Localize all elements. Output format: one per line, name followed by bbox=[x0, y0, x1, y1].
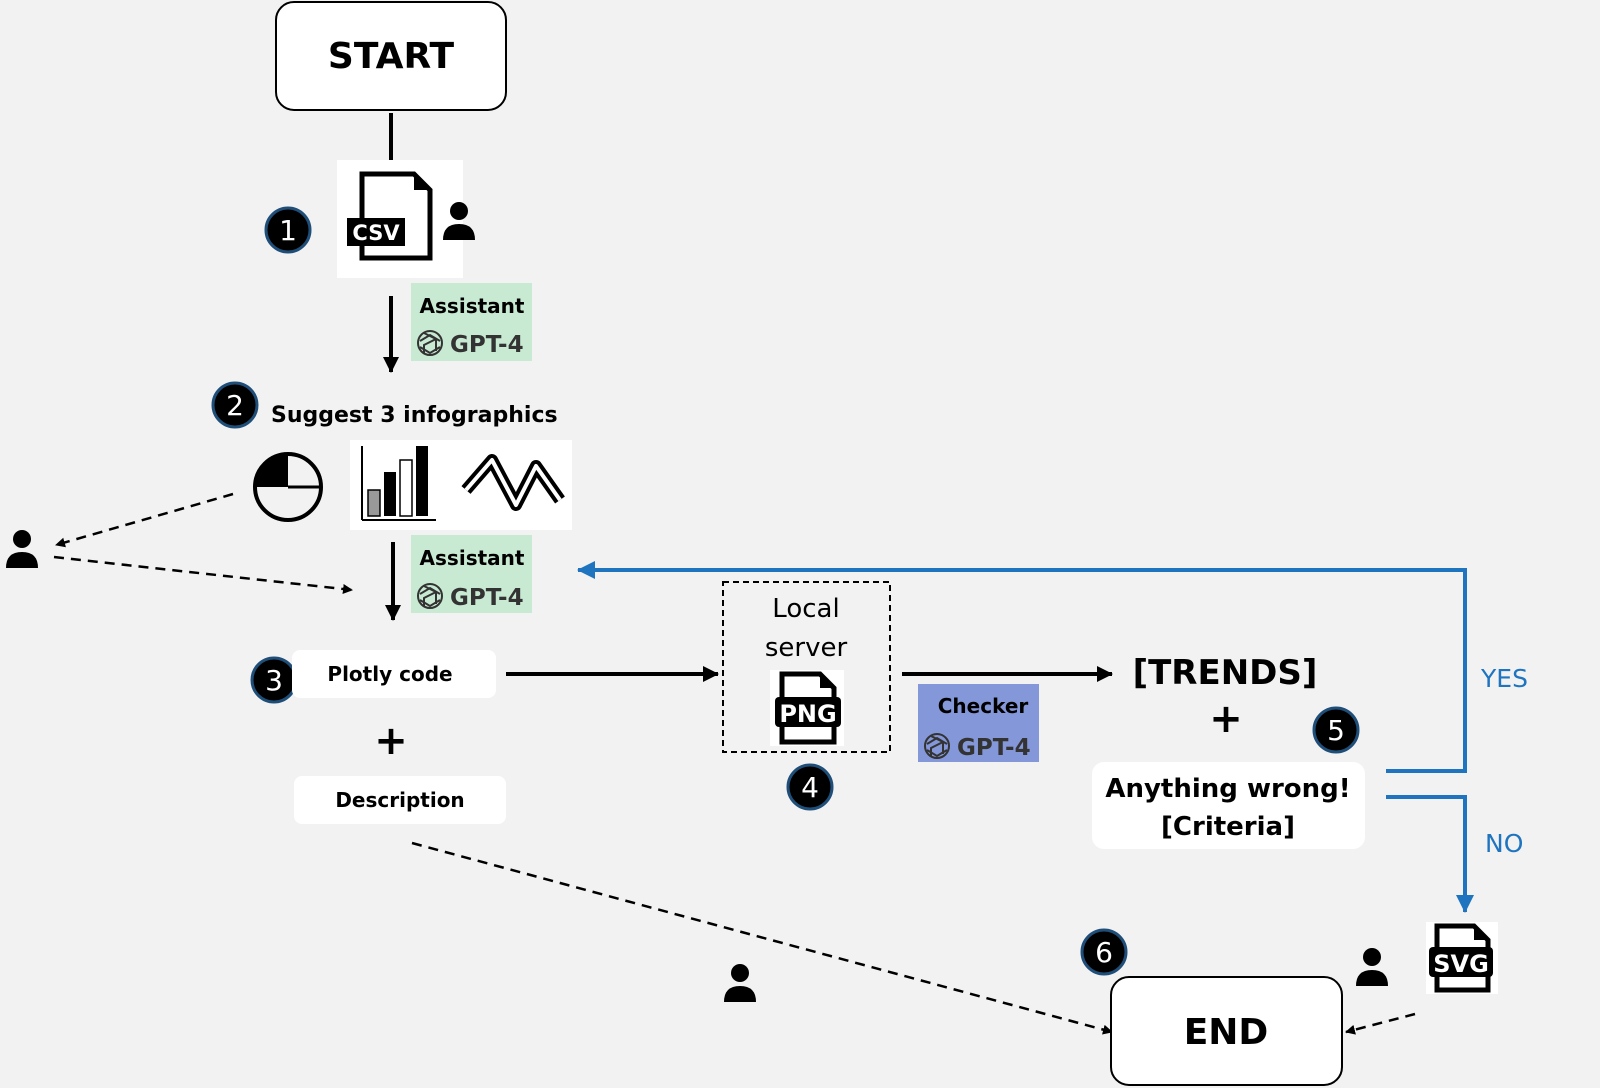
assistant-role-1: Assistant bbox=[420, 294, 525, 318]
plotly-code-box bbox=[292, 650, 496, 698]
user-icon-4 bbox=[1356, 948, 1388, 986]
end-box bbox=[1110, 976, 1343, 1086]
user-icon-2 bbox=[6, 530, 38, 568]
yes-feedback-arrow bbox=[577, 561, 1467, 773]
anything-wrong-line1: Anything wrong! bbox=[1105, 774, 1350, 804]
dashed-arrow-svg-to-end bbox=[1345, 1012, 1416, 1035]
csv-badge bbox=[347, 218, 405, 246]
step-number-6: 6 bbox=[1095, 936, 1113, 969]
svg-file-icon bbox=[1426, 922, 1498, 994]
end-label: END bbox=[1184, 1012, 1269, 1053]
local-server-box bbox=[722, 581, 891, 753]
assistant-model-1: GPT-4 bbox=[450, 332, 524, 358]
suggest-label: Suggest 3 infographics bbox=[271, 403, 558, 428]
svg-label: SVG bbox=[1433, 950, 1489, 978]
trends-label: [TRENDS] bbox=[1133, 653, 1318, 693]
checker-role: Checker bbox=[938, 694, 1029, 718]
dashed-arrow-description-to-end bbox=[411, 841, 1113, 1035]
yes-label: YES bbox=[1480, 664, 1528, 693]
plotly-code-label: Plotly code bbox=[327, 662, 452, 686]
png-file-icon bbox=[770, 670, 844, 746]
step-badge-6 bbox=[1080, 928, 1128, 976]
user-icon-3 bbox=[724, 964, 756, 1002]
pie-chart-icon bbox=[253, 452, 323, 522]
anything-wrong-box bbox=[1092, 762, 1365, 849]
local-server-line1: Local bbox=[772, 594, 839, 624]
checker-model: GPT-4 bbox=[957, 735, 1031, 761]
assistant-tag-2 bbox=[411, 535, 532, 613]
anything-wrong-line2: [Criteria] bbox=[1161, 812, 1295, 842]
bar-chart-icon bbox=[361, 446, 436, 521]
local-server-line2: server bbox=[765, 633, 848, 663]
start-label: START bbox=[328, 36, 455, 77]
csv-label: CSV bbox=[352, 221, 400, 245]
step-badge-4 bbox=[786, 763, 834, 811]
plus-sign-2: + bbox=[1209, 696, 1243, 742]
bar-chart-tile bbox=[350, 440, 572, 530]
dashed-arrow-to-user bbox=[55, 492, 234, 548]
step-number-2: 2 bbox=[226, 389, 244, 422]
step-number-4: 4 bbox=[801, 771, 819, 804]
step-number-1: 1 bbox=[279, 214, 297, 247]
assistant-tag-1 bbox=[411, 283, 532, 361]
step-badge-5 bbox=[1312, 706, 1360, 754]
step-badge-2 bbox=[211, 381, 259, 429]
no-label: NO bbox=[1485, 829, 1523, 858]
description-label: Description bbox=[335, 788, 464, 812]
plus-sign-1: + bbox=[374, 718, 408, 764]
png-label: PNG bbox=[779, 700, 836, 728]
assistant-role-2: Assistant bbox=[420, 546, 525, 570]
dashed-arrow-from-user bbox=[53, 555, 353, 594]
line-chart-icon bbox=[461, 454, 565, 511]
step-number-3: 3 bbox=[265, 664, 283, 697]
csv-file-corner bbox=[414, 174, 430, 190]
checker-tag bbox=[918, 684, 1039, 762]
step-badge-1 bbox=[264, 206, 312, 254]
description-box bbox=[294, 776, 506, 824]
assistant-model-2: GPT-4 bbox=[450, 585, 524, 611]
no-branch-arrow bbox=[1386, 795, 1474, 913]
start-box bbox=[275, 1, 507, 111]
step-number-5: 5 bbox=[1327, 714, 1345, 747]
